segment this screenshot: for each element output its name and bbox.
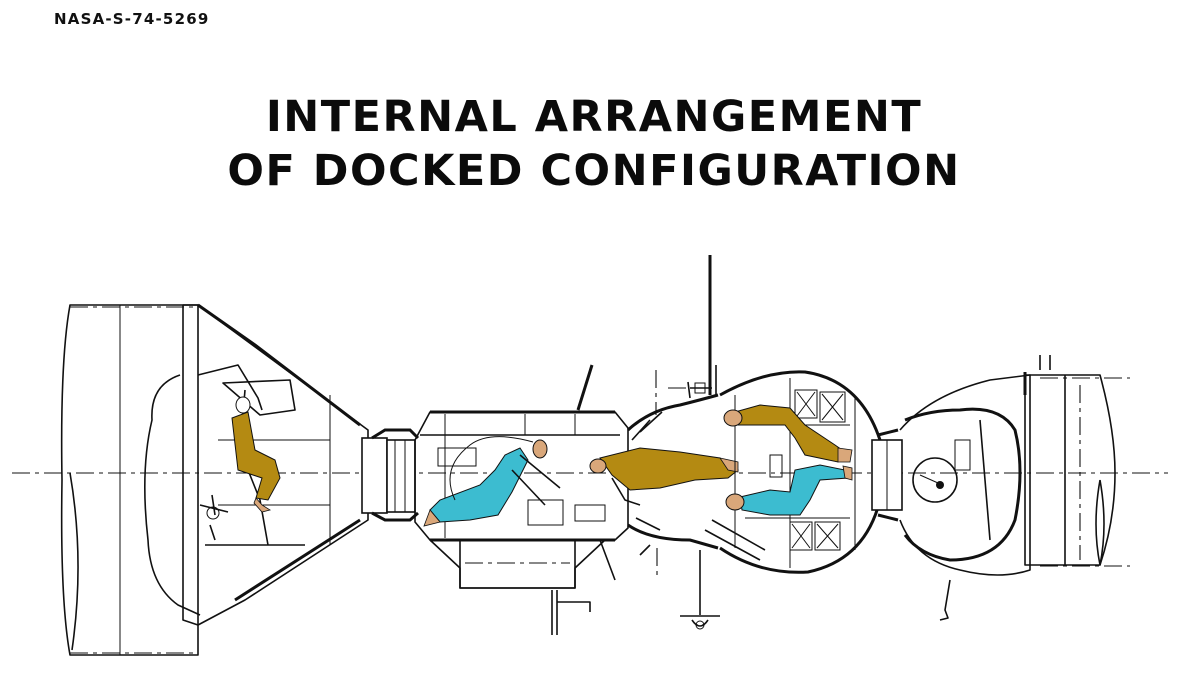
- title-line-2: OF DOCKED CONFIGURATION: [227, 146, 961, 196]
- apollo-service-module: [60, 304, 199, 656]
- soyuz-instrument-module: [1023, 355, 1130, 567]
- diagram-title: INTERNAL ARRANGEMENT OF DOCKED CONFIGURA…: [0, 90, 1188, 198]
- soyuz-docking-assembly: [626, 255, 720, 630]
- storage-panels: [789, 389, 846, 551]
- soyuz-orbital-module: [704, 370, 884, 574]
- apollo-docking-tunnel: [361, 428, 420, 522]
- soyuz-descent-module: [899, 374, 1031, 621]
- docking-module: [414, 364, 739, 635]
- document-id: NASA-S-74-5269: [54, 10, 210, 28]
- title-line-1: INTERNAL ARRANGEMENT: [265, 92, 923, 142]
- soyuz-hatch-neck: [871, 428, 903, 522]
- apollo-command-module: [144, 303, 369, 626]
